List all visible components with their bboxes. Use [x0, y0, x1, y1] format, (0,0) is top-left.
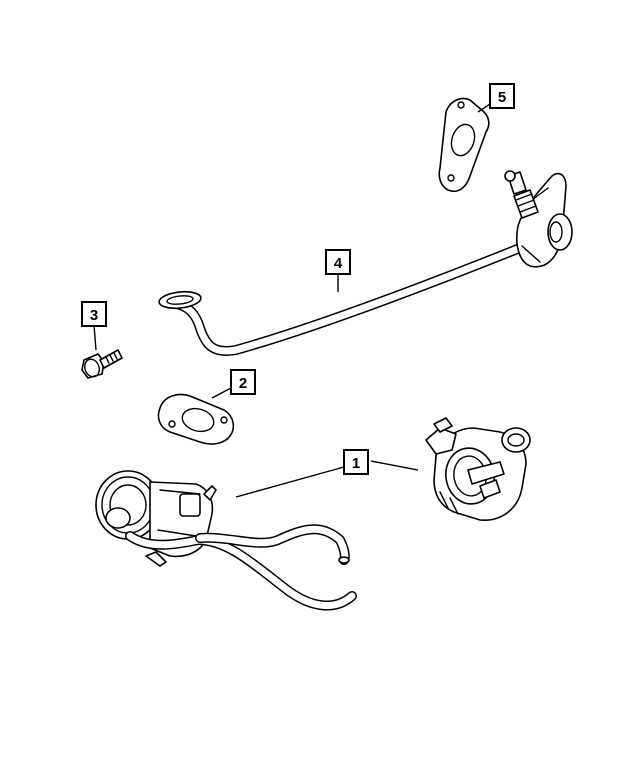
callout-3: 3 [81, 301, 107, 327]
callout-1-label: 1 [352, 455, 360, 472]
egr-valve-right-view [425, 417, 531, 521]
egr-valve-left-view [95, 470, 357, 611]
leader-1a [235, 466, 345, 498]
leader-3 [93, 324, 97, 351]
bolt-part [81, 349, 123, 379]
callout-4-label: 4 [334, 255, 343, 272]
callout-2: 2 [230, 369, 256, 395]
gasket-lower-part [157, 393, 235, 445]
callout-5-label: 5 [498, 89, 506, 106]
callout-3-label: 3 [90, 307, 98, 324]
egr-tube-part [158, 170, 573, 356]
gasket-upper-part [438, 97, 490, 192]
leader-2 [211, 387, 232, 399]
callout-5: 5 [489, 83, 515, 109]
callout-2-label: 2 [239, 375, 247, 392]
callout-1: 1 [343, 449, 369, 475]
leader-1b [370, 460, 419, 471]
callout-4: 4 [325, 249, 351, 275]
leader-5 [477, 103, 491, 113]
